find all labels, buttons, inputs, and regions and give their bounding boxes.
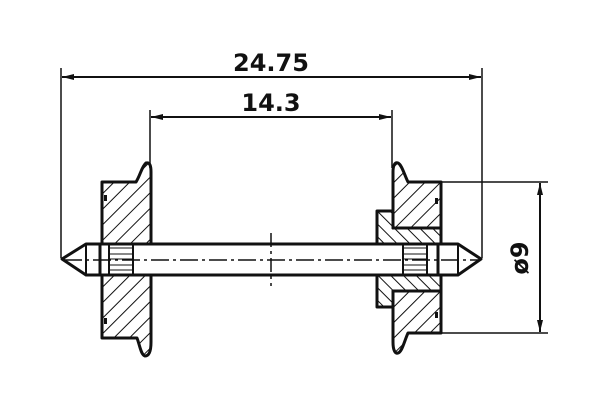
dimension-wheel-diameter: ø9 — [441, 181, 548, 334]
right-axle-tip — [436, 242, 483, 277]
right-wheel-lower-section — [391, 289, 443, 355]
dimension-back-to-back: 14.3 — [149, 89, 393, 168]
left-wheel-upper-section — [100, 161, 153, 246]
left-wheel-lower-section — [100, 273, 153, 358]
dimension-label-overall: 24.75 — [233, 49, 309, 77]
left-wheel — [100, 161, 153, 358]
dimension-label-diameter: ø9 — [506, 241, 534, 274]
dimension-overall-length: 24.75 — [60, 49, 483, 258]
left-knurl — [108, 244, 134, 275]
dimension-label-back-to-back: 14.3 — [241, 89, 300, 117]
axle — [60, 233, 483, 286]
right-wheel-upper-section — [391, 161, 443, 230]
right-knurl — [402, 244, 428, 275]
